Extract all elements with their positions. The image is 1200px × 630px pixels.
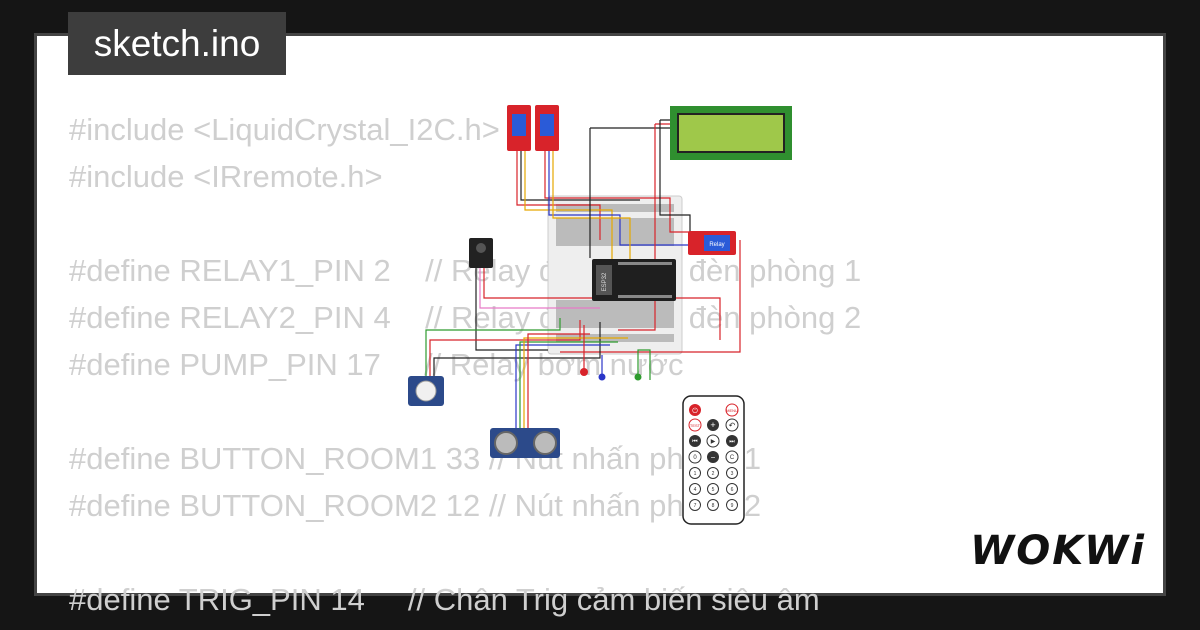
push-button-blue — [598, 373, 606, 381]
remote-key-label: 2 — [712, 471, 715, 477]
relay-module-1 — [507, 105, 531, 151]
board-label: ESP32 — [602, 272, 608, 291]
ir-receiver — [469, 238, 493, 268]
ir-remote: ⏻ MENU TEST + ↶ ⏮ ▶ ⏭ 0 − C 1 2 3 4 5 6 … — [682, 395, 745, 525]
preview-card: #include <LiquidCrystal_I2C.h> #include <… — [34, 33, 1166, 617]
previous-icon: ⏮ — [692, 439, 698, 445]
esp32-board: ESP32 — [592, 259, 676, 301]
menu-key-label: MENU — [726, 408, 738, 413]
remote-key-label: 6 — [731, 487, 734, 493]
code-line: #define BUTTON_ROOM1 33 // Nút nhấn phòn… — [69, 441, 762, 476]
remote-key-label: 7 — [694, 503, 697, 509]
back-icon: ↶ — [729, 421, 736, 430]
power-icon: ⏻ — [692, 407, 698, 415]
relay-module-2 — [535, 105, 559, 151]
code-line: #include <LiquidCrystal_I2C.h> — [69, 112, 500, 147]
remote-key-label: 8 — [712, 503, 715, 509]
next-icon: ⏭ — [729, 439, 735, 445]
remote-key-label: 1 — [694, 471, 697, 477]
code-preview: #include <LiquidCrystal_I2C.h> #include <… — [69, 106, 861, 623]
lcd-display — [670, 106, 792, 160]
key-0-label: 0 — [693, 455, 697, 461]
relay-module-3: Relay — [688, 231, 736, 255]
ultrasonic-sensor — [490, 428, 560, 458]
relay-label: Relay — [709, 242, 724, 248]
minus-icon: − — [711, 453, 716, 462]
wokwi-logo: WOKWi — [970, 528, 1146, 574]
test-key-label: TEST — [690, 423, 701, 428]
wires — [425, 119, 741, 428]
push-button-green — [634, 373, 642, 381]
key-c-label: C — [730, 455, 735, 461]
code-line: #define TRIG_PIN 14 // Chân Trig cảm biế… — [69, 582, 820, 617]
file-tab[interactable]: sketch.ino — [68, 12, 286, 75]
remote-key-label: 4 — [694, 487, 697, 493]
remote-key-label: 3 — [731, 471, 734, 477]
plus-icon: + — [710, 420, 715, 430]
code-line: #define BUTTON_ROOM2 12 // Nút nhấn phòn… — [69, 488, 762, 523]
remote-key-label: 5 — [712, 487, 715, 493]
remote-key-label: 9 — [731, 503, 734, 509]
pir-sensor — [408, 376, 444, 406]
red-led — [580, 368, 588, 376]
play-icon: ▶ — [711, 439, 716, 445]
code-line: #include <IRremote.h> — [69, 159, 383, 194]
